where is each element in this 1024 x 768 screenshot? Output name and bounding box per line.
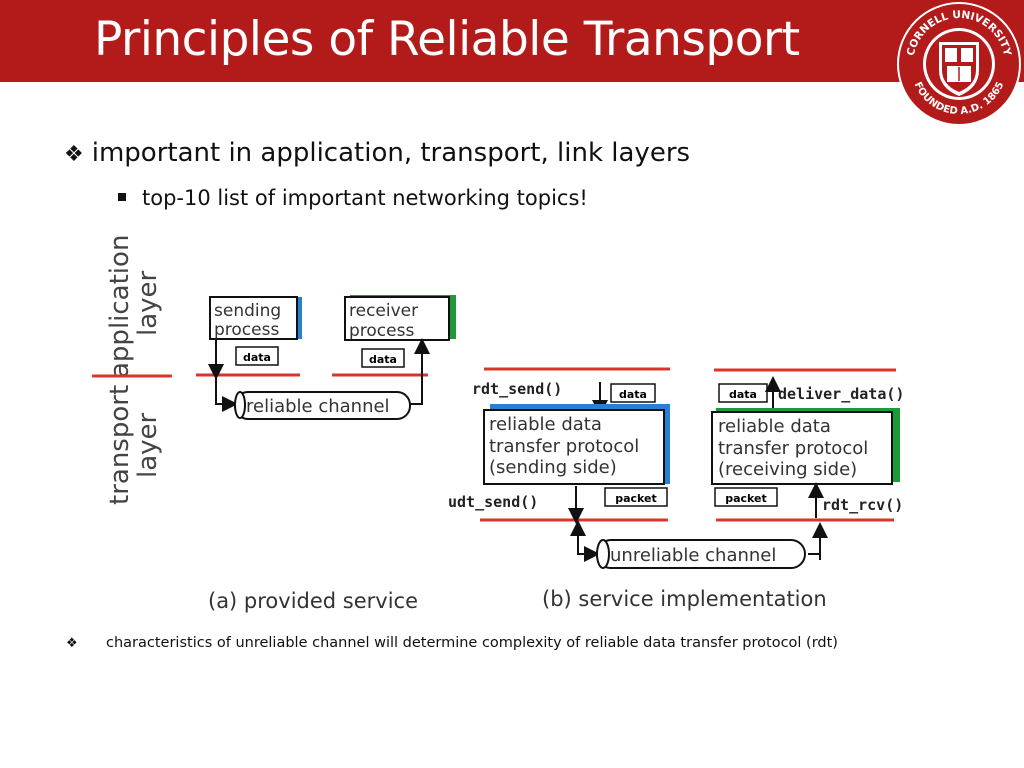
receiver-process-box: [344, 296, 450, 341]
udt-send-label: udt_send(): [448, 493, 538, 511]
deliver-data-label: deliver_data(): [778, 385, 904, 403]
sending-label-1: sending: [214, 301, 281, 321]
bullet-bottom-text: characteristics of unreliable channel wi…: [106, 635, 838, 651]
b-data-right-label: data: [729, 388, 757, 401]
title-bar: [0, 0, 1024, 82]
recv-protocol-2: transfer protocol: [718, 438, 868, 459]
label-transport: transport: [105, 385, 135, 505]
receiver-label-1: receiver: [349, 301, 418, 321]
reliable-channel-label: reliable channel: [246, 396, 390, 417]
data-tag-right: [361, 348, 405, 368]
square-bullet-icon: [118, 193, 126, 201]
data-tag-right-label: data: [369, 353, 397, 366]
unreliable-channel-label: unreliable channel: [610, 545, 776, 566]
rdt-send-label: rdt_send(): [472, 380, 562, 398]
label-application: application: [105, 235, 135, 378]
cornell-seal-logo: CORNELL UNIVERSITY FOUNDED A.D. 1865: [897, 2, 1021, 126]
send-protocol-box: [483, 409, 665, 485]
rdt-diagram: application layer transport layer sendin…: [92, 235, 904, 613]
b-packet-right-label: packet: [725, 492, 767, 505]
b-packet-left-label: packet: [615, 492, 657, 505]
b-packet-right-tag: [714, 487, 778, 507]
caption-a: (a) provided service: [208, 589, 418, 613]
bullet-sub-text: top-10 list of important networking topi…: [142, 186, 588, 210]
send-protocol-2: transfer protocol: [489, 436, 639, 457]
sending-process-box: [209, 296, 298, 340]
rdt-rcv-label: rdt_rcv(): [822, 496, 903, 514]
send-protocol-3: (sending side): [489, 457, 617, 478]
b-data-left-tag: [610, 383, 656, 403]
data-tag-left-label: data: [243, 351, 271, 364]
diamond-bullet-icon: ❖: [66, 636, 78, 651]
send-protocol-1: reliable data: [489, 414, 602, 435]
b-packet-left-tag: [604, 487, 668, 507]
data-tag-left: [235, 346, 279, 366]
panel-b: rdt_send() data reliable data transfer p…: [448, 367, 904, 611]
bullet-main-text: important in application, transport, lin…: [91, 138, 691, 168]
recv-protocol-1: reliable data: [718, 416, 831, 437]
bullet-sub: top-10 list of important networking topi…: [118, 186, 588, 210]
recv-protocol-3: (receiving side): [718, 459, 857, 480]
bullet-main: ❖ important in application, transport, li…: [64, 138, 690, 168]
layer-labels: application layer transport layer: [92, 235, 172, 505]
recv-protocol-box: [711, 411, 893, 485]
b-data-right-tag: [718, 383, 768, 403]
panel-a: sending process receiver process data da…: [196, 295, 456, 613]
receiver-label-2: process: [349, 321, 414, 341]
diamond-bullet-icon: ❖: [64, 142, 84, 167]
label-application-layer: layer: [133, 270, 163, 336]
b-data-left-label: data: [619, 388, 647, 401]
label-transport-layer: layer: [133, 412, 163, 478]
slide-title: Principles of Reliable Transport: [94, 12, 800, 67]
sending-label-2: process: [214, 320, 279, 340]
caption-b: (b) service implementation: [542, 587, 827, 611]
